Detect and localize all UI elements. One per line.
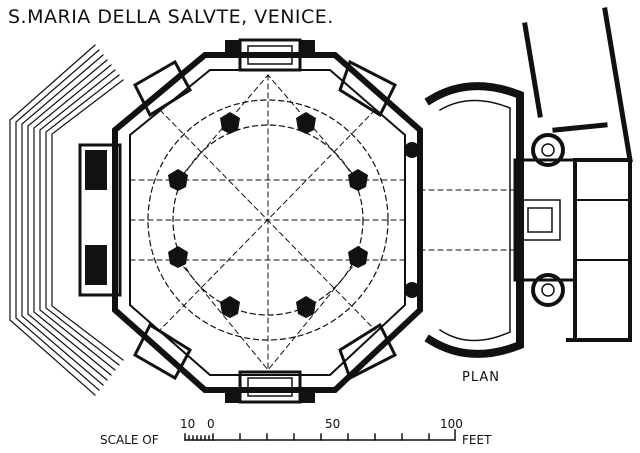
scale-suffix: FEET (462, 433, 492, 447)
entrance-steps (9, 44, 124, 396)
plan-label: PLAN (462, 370, 500, 385)
piers (85, 40, 420, 403)
scale-prefix: SCALE OF (100, 433, 159, 447)
scale-tick-10: 10 (180, 417, 195, 431)
choir (513, 133, 632, 342)
scale-tick-0: 0 (207, 417, 215, 431)
scale-tick-50: 50 (325, 417, 340, 431)
side-chapels (78, 38, 398, 404)
vault-lines (129, 74, 406, 371)
presbytery (419, 82, 524, 358)
scale-bar (184, 429, 456, 441)
scale-tick-100: 100 (440, 417, 463, 431)
octagon-inner-wall (129, 69, 406, 376)
outer-walls (522, 7, 633, 163)
octagon-outer-wall (112, 52, 423, 393)
figure-title: S.MARIA DELLA SALVTE, VENICE. (8, 6, 334, 28)
